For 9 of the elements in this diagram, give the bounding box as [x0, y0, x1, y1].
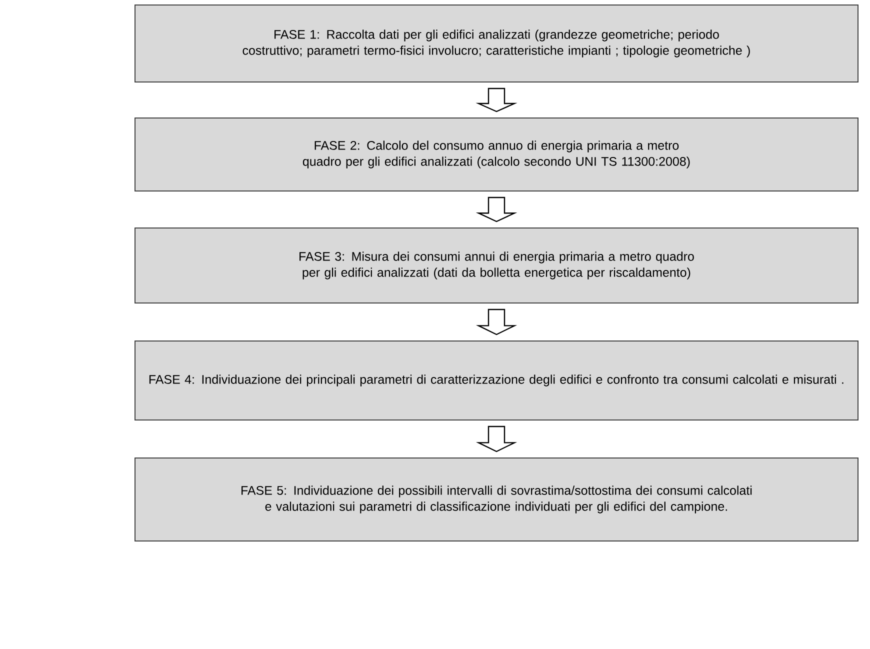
- hollow-arrow: [476, 88, 518, 112]
- hollow-arrow: [476, 426, 518, 452]
- process-box: FASE 3: Misura dei consumi annui di energia primaria a metro quadro per gli edifici analizzati (dati da bolletta energetica per riscaldamento): [134, 228, 858, 304]
- process-box: FASE 4: Individuazione dei principali parametri di caratterizzazione degli edifici e confronto tra consumi calcolati e misurati .: [134, 340, 858, 420]
- process-box: FASE 1: Raccolta dati per gli edifici analizzati (grandezze geometriche; periodo costruttivo; parametri termo-fisici involucro; caratteristiche impianti ; tipologie geometriche ): [134, 4, 858, 82]
- hollow-arrow: [476, 196, 518, 222]
- hollow-arrow: [476, 308, 518, 336]
- process-box: FASE 5: Individuazione dei possibili intervalli di sovrastima/sottostima dei consumi calcolati e valutazioni sui parametri di classificazione individuati per gli edifici del campione.: [134, 458, 858, 542]
- process-box: FASE 2: Calcolo del consumo annuo di energia primaria a metro quadro per gli edifici analizzati (calcolo secondo UNI TS 11300:2008): [134, 118, 858, 192]
